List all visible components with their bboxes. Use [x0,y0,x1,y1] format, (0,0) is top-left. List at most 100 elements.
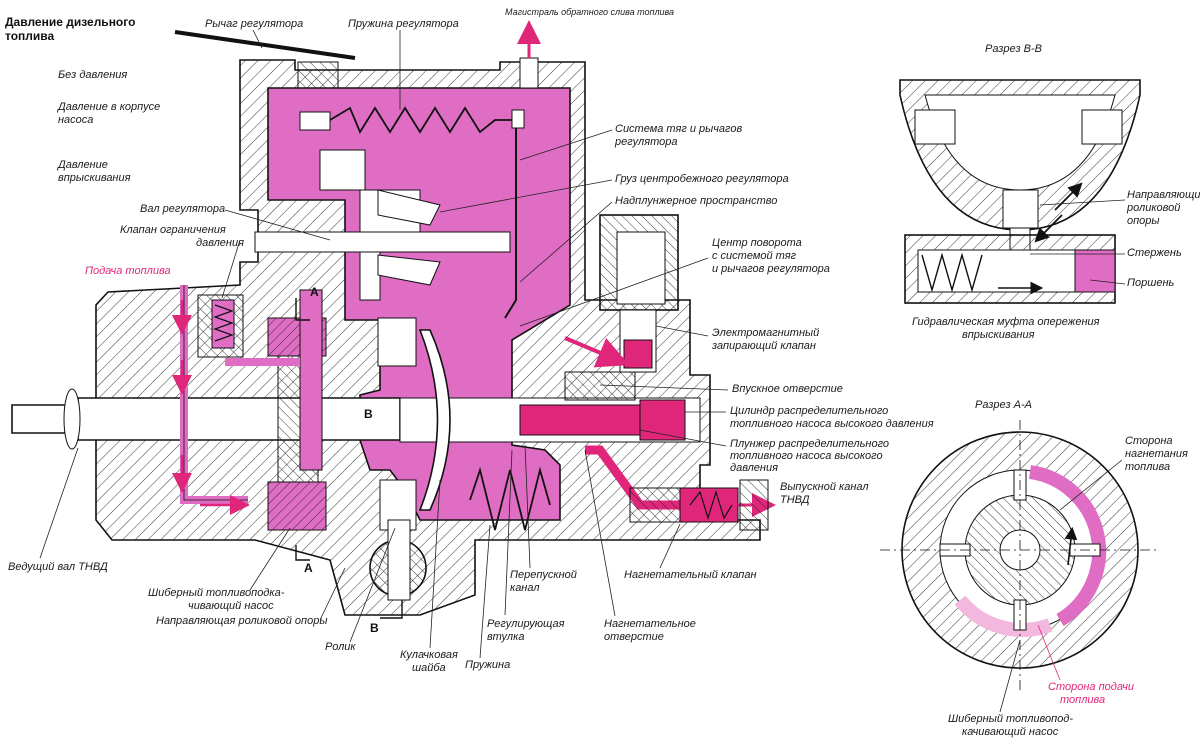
lever-mount [297,61,339,89]
label-drive-shaft: Ведущий вал ТНВД [8,561,108,573]
label-pivot-center: Центр поворота [712,237,802,249]
label-cam-disk: Кулачковая [400,649,458,661]
plunger-head [639,399,686,441]
legend-title-2: топлива [5,29,55,43]
plunger-return-spring [469,466,551,531]
label-delivery-valve: Нагнетательный клапан [624,569,757,581]
spring-end [511,109,525,129]
section-bb-title: Разрез В-В [985,43,1042,55]
label-vane-pump-aa: Шиберный топливопод- [948,713,1073,725]
label-linkage-system: Система тяг и рычагов [615,123,742,135]
label-pin: Стержень [1127,247,1182,259]
label-discharge-side-3: топлива [1125,461,1170,473]
shaft-seal [63,388,81,450]
label-supply-side: Сторона подачи [1048,681,1134,693]
aa-discharge-arc [1028,465,1107,627]
section-bb: Разрез В-В Направляющие роликовой опоры … [899,43,1200,341]
label-cam-disk-2: шайба [412,662,446,674]
regulator-lever [174,30,356,60]
label-fuel-supply: Подача топлива [85,265,171,277]
label-discharge-side: Сторона [1125,435,1173,447]
pump-housing: A A B B [11,20,776,635]
label-limit-valve-2: давления [196,237,244,249]
label-control-sleeve-2: втулка [487,631,524,643]
centrifugal-weight-bottom [377,254,441,286]
label-bypass-channel-2: канал [510,582,540,594]
solenoid-coil [616,231,666,305]
bb-pin-head [1002,189,1039,229]
vane-pump-bottom [267,481,327,531]
label-inlet-port: Впускное отверстие [732,383,843,395]
vane-pump-channel [299,289,323,471]
label-distributor-cylinder-2: топливного насоса высокого давления [730,418,934,430]
bb-arrow-up [1054,182,1083,211]
section-b-mid: B [364,407,373,421]
label-vane-pump-aa-2: качивающий насос [962,726,1059,738]
bb-piston-bore [917,249,1099,293]
main-labels: Рычаг регулятора Пружина регулятора Маги… [8,7,934,674]
limit-valve-spring [213,304,234,342]
section-b-bottom: B [370,621,379,635]
label-vane-pump: Шиберный топливоподка- [148,587,285,599]
regulator-spring-coil [329,106,515,134]
legend-housing-pressure-2: насоса [58,114,93,126]
label-outlet-channel: Выпускной канал [780,481,869,493]
label-spring: Пружина [465,659,510,671]
label-above-plunger: Надплунжерное пространство [615,195,777,207]
section-aa-title: Разрез А-А [975,399,1032,411]
label-roller-guides: Направляющие [1127,189,1200,201]
legend-title: Давление дизельного [5,15,135,29]
label-vane-pump-2: чивающий насос [188,600,274,612]
label-distributor-cylinder: Цилиндр распределительного [730,405,888,417]
label-delivery-port-2: отверстие [604,631,664,643]
return-fitting [519,57,539,89]
supply-side-leader [1037,624,1061,681]
cam-disk [418,329,451,511]
solenoid-tip [623,339,653,369]
centrifugal-weight-top [377,189,441,226]
bb-spring [921,252,983,293]
linkage-rod [504,128,517,319]
label-hydraulic-coupling: Гидравлическая муфта опережения [912,316,1100,328]
delivery-valve-seat [629,487,683,523]
section-a-top-mark [295,298,310,321]
weight-carrier [319,149,366,191]
legend-injection-pressure-2: впрыскивания [58,172,131,184]
section-b-bottom-mark [380,600,403,619]
section-a-bottom: A [304,561,313,575]
outlet-fitting [739,479,769,531]
label-bypass-channel: Перепускной [510,569,577,581]
label-hydraulic-coupling-2: впрыскивания [962,329,1035,341]
label-return-line: Магистраль обратного слива топлива [505,7,674,17]
spring-anchor [299,111,331,131]
legend: Давление дизельного топлива Без давления… [5,15,160,184]
label-distributor-plunger-2: топливного насоса высокого [730,450,883,462]
legend-injection-pressure: Давление [56,159,108,171]
section-a-bottom-mark [295,545,310,561]
label-roller-guides-2: роликовой [1126,202,1180,214]
label-solenoid-valve-2: запирающий клапан [711,340,816,352]
regulator-shaft [254,231,511,253]
label-centrifugal-weight: Груз центробежного регулятора [615,173,789,185]
label-roller-guide: Направляющая роликовой опоры [156,615,327,627]
label-regulator-spring: Пружина регулятора [348,18,459,30]
aa-supply-arc [954,595,1053,637]
label-solenoid-valve: Электромагнитный [712,327,819,339]
label-pivot-center-3: и рычагов регулятора [712,263,830,275]
label-distributor-plunger-3: давления [730,462,778,474]
aa-rotation-arrow [1064,526,1078,566]
label-delivery-port: Нагнетательное [604,618,696,630]
bb-pressure-chamber [1074,249,1116,293]
roller-top [377,317,417,367]
section-aa: Разрез А-А Сторона нагнетания топлива Ст… [880,399,1188,738]
bb-roller-right [1081,109,1123,145]
label-pivot-center-2: с системой тяг [712,250,797,262]
label-limit-valve: Клапан ограничения [120,224,226,236]
label-outlet-channel-2: ТНВД [780,494,810,506]
legend-no-pressure: Без давления [58,69,127,81]
label-distributor-plunger: Плунжер распределительного [730,438,889,450]
supply-channel-edge [183,285,248,501]
delivery-valve [679,487,739,523]
delivery-valve-spring [689,489,733,521]
legend-housing-pressure: Давление в корпусе [56,101,160,113]
